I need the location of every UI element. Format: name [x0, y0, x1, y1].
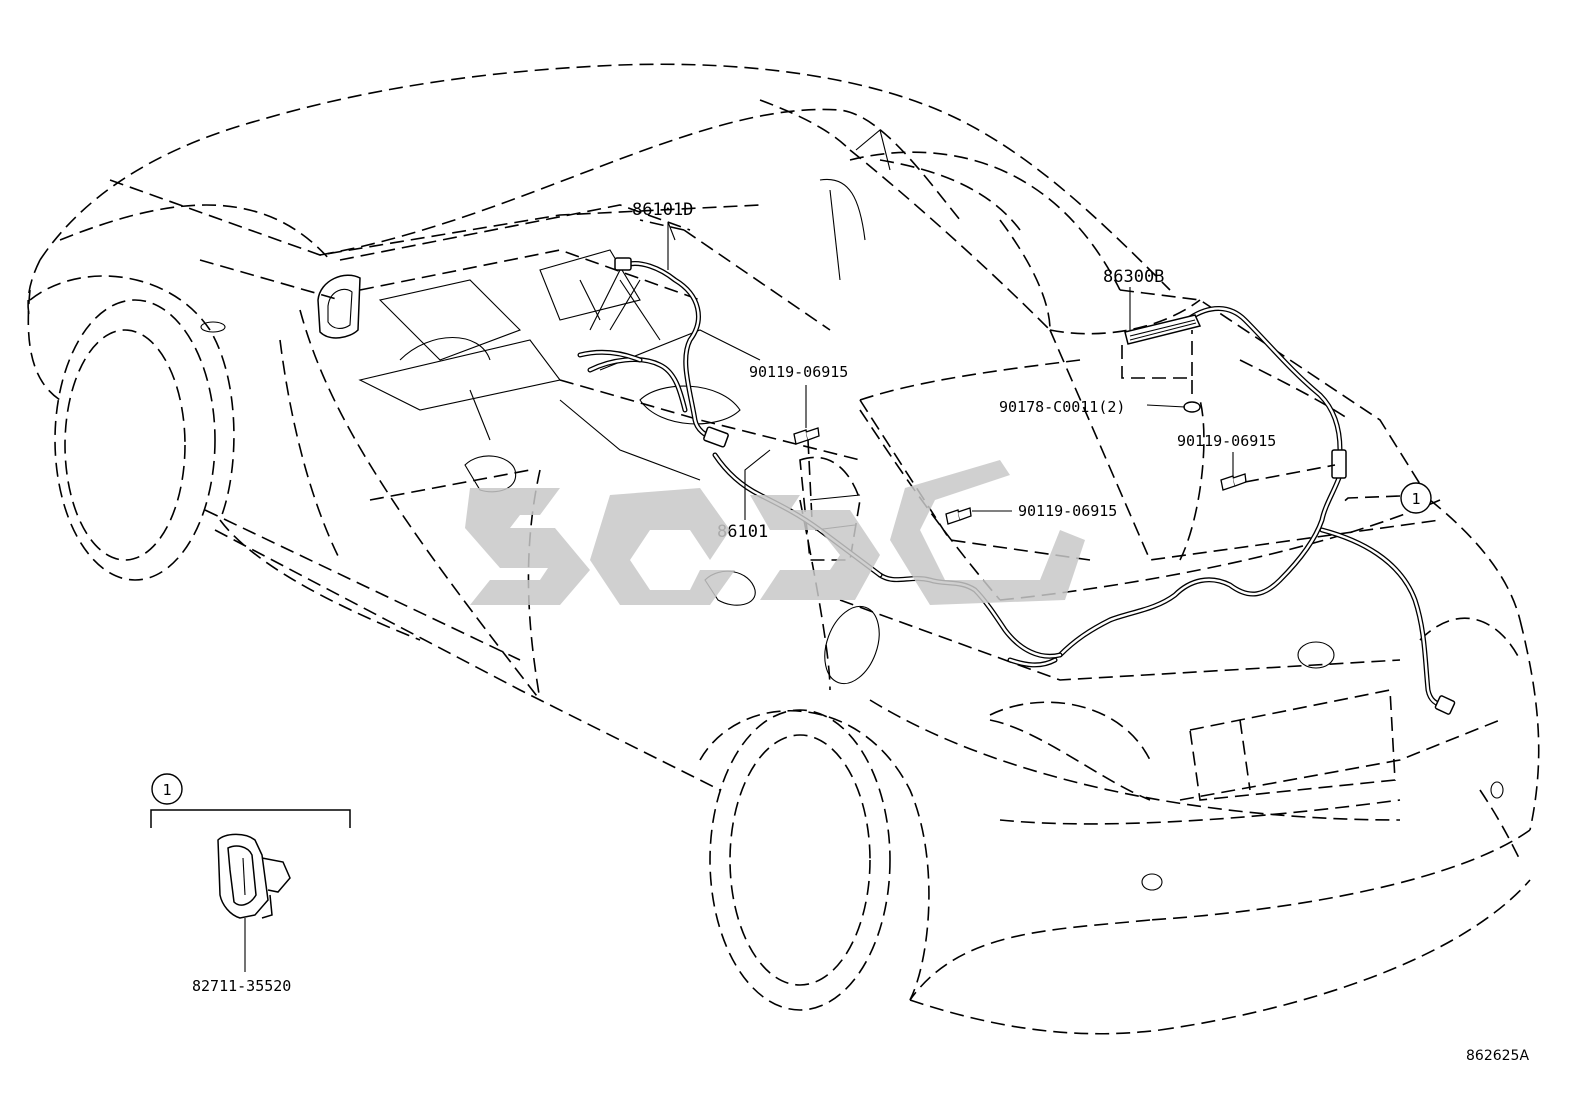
- bolt-90119-b: [945, 507, 972, 525]
- label-90178: 90178-C0011(2): [999, 398, 1125, 416]
- part-labels: 86101D 86300B 90119-06915 90178-C0011(2)…: [192, 200, 1529, 1064]
- label-82711: 82711-35520: [192, 977, 291, 995]
- callout-ref-main: 1: [1400, 482, 1432, 514]
- clip-82711-35520: [217, 833, 291, 919]
- car-body-outline: [27, 63, 1540, 1035]
- bolt-90119-a: [793, 427, 820, 445]
- detail-inset: 1: [150, 773, 351, 972]
- label-90119-c: 90119-06915: [1177, 432, 1276, 450]
- label-86101d: 86101D: [632, 200, 693, 220]
- bolt-90119-c: [1220, 473, 1247, 491]
- label-90119-b: 90119-06915: [1018, 502, 1117, 520]
- leader-lines: [639, 219, 1401, 521]
- diagram-code: 862625A: [1466, 1048, 1529, 1064]
- antenna-cable: [577, 257, 1456, 715]
- watermark-logo: [465, 460, 1085, 605]
- antenna-element-86300b: [1121, 314, 1202, 413]
- callout-ref-detail-circle: [151, 773, 183, 805]
- label-86300b: 86300B: [1103, 267, 1164, 287]
- svg-text:1: 1: [1411, 490, 1420, 508]
- label-86101: 86101: [717, 522, 768, 542]
- callout-ref-detail: 1: [162, 781, 171, 799]
- label-90119-a: 90119-06915: [749, 363, 848, 381]
- interior-outline: [339, 129, 1351, 561]
